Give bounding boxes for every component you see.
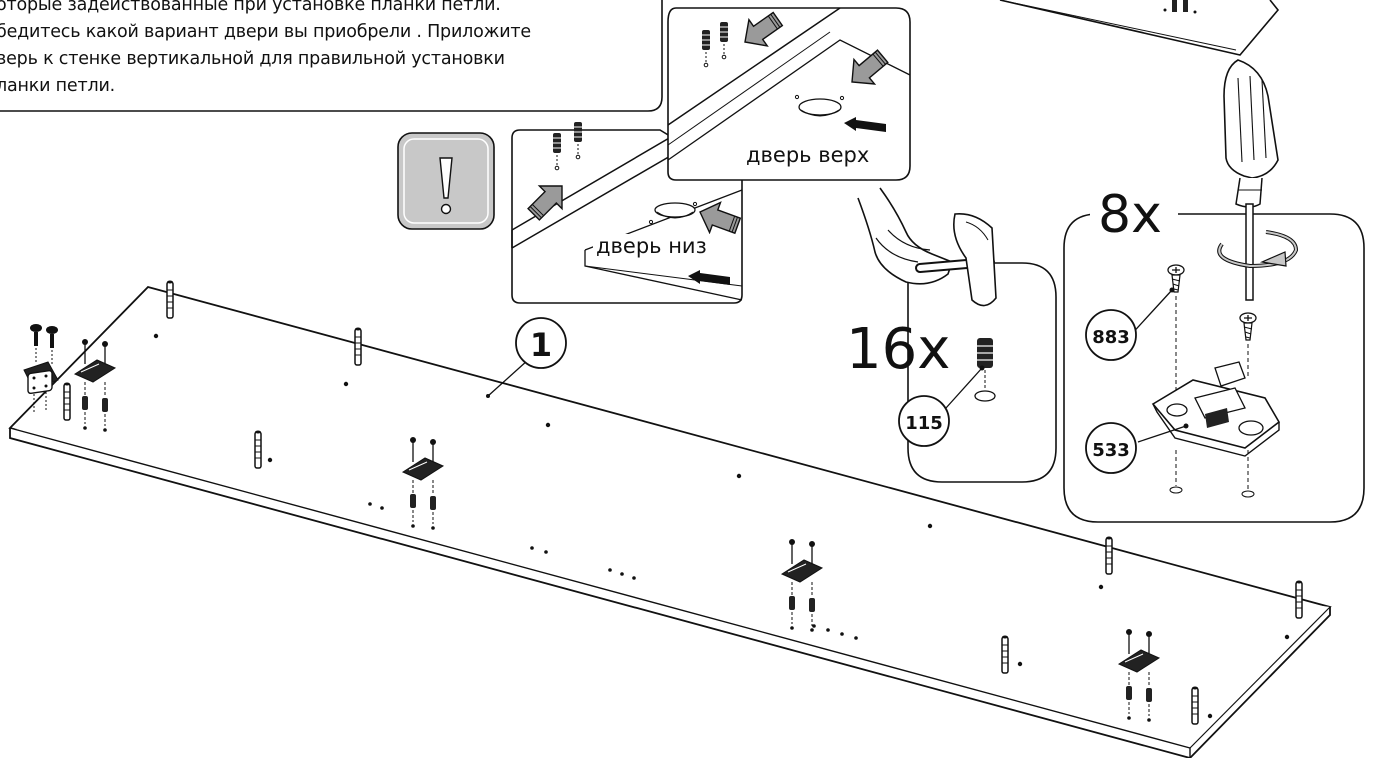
hinge-plate-part-number: 533 xyxy=(1092,440,1130,461)
dowel-part-number: 115 xyxy=(905,413,943,434)
door-top-detail xyxy=(667,5,911,181)
instruction-line: оторые задействованные при установке пла… xyxy=(0,0,501,15)
door-top-label: дверь верх xyxy=(743,143,873,167)
part-badge-1 xyxy=(515,317,567,369)
instruction-text: оторые задействованные при установке пла… xyxy=(0,0,656,100)
instruction-line: ланки петли. xyxy=(0,76,115,96)
part-badge-115 xyxy=(898,395,950,447)
instruction-line: бедитесь какой вариант двери вы приобрел… xyxy=(0,22,531,42)
instruction-line: верь к стенке вертикальной для правильно… xyxy=(0,49,505,69)
main-panel xyxy=(8,279,1332,758)
screw-count-label: 8x xyxy=(1098,185,1162,245)
panel-corner-top-right xyxy=(999,0,1280,56)
screw-part-number: 883 xyxy=(1092,327,1130,348)
dowel-top-right xyxy=(1163,0,1197,14)
part-badge-883 xyxy=(1085,309,1137,361)
hinge-plate-callout xyxy=(1063,59,1365,523)
warning-exclamation-icon xyxy=(397,132,495,230)
part-badge-533 xyxy=(1085,422,1137,474)
dowel-count-label: 16x xyxy=(846,317,950,382)
door-bottom-label: дверь низ xyxy=(593,234,710,258)
dowel-insert-callout xyxy=(857,187,1057,483)
instruction-callout-border xyxy=(0,0,663,112)
panel-number-label: 1 xyxy=(530,326,552,364)
